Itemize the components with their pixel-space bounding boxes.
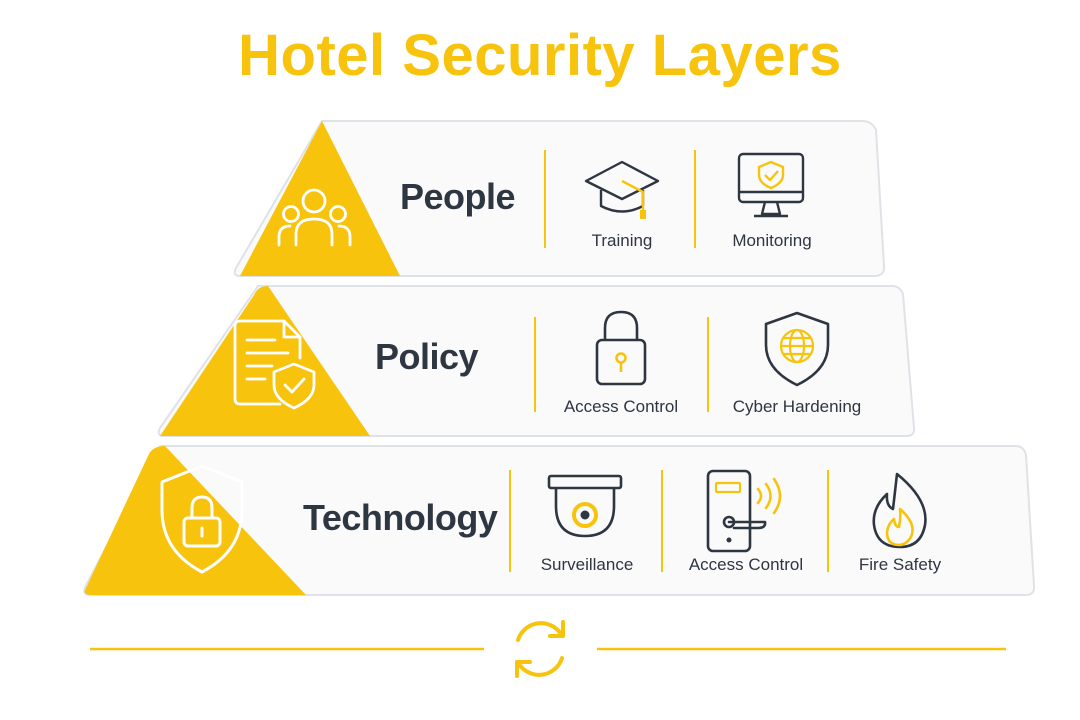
people-group-icon bbox=[277, 188, 352, 247]
footer bbox=[90, 620, 1006, 678]
layer-band bbox=[233, 120, 886, 277]
graduation-cap-icon bbox=[584, 160, 660, 219]
layer-label-people: People bbox=[400, 176, 516, 217]
document-shield-icon bbox=[233, 319, 316, 410]
item-label-fire-safety: Fire Safety bbox=[858, 555, 942, 574]
cctv-camera-icon bbox=[547, 474, 623, 538]
padlock-icon bbox=[595, 310, 647, 386]
layer-technology bbox=[83, 445, 1036, 596]
item-label-access-control: Access Control bbox=[563, 397, 679, 416]
layer-band bbox=[157, 285, 916, 437]
item-label-cyber-hardening: Cyber Hardening bbox=[732, 397, 862, 416]
item-label-access-control-tech: Access Control bbox=[688, 555, 804, 574]
shield-globe-icon bbox=[764, 311, 830, 387]
layer-label-policy: Policy bbox=[375, 336, 479, 377]
door-lock-icon bbox=[706, 469, 782, 553]
layer-triangle bbox=[160, 286, 370, 436]
item-label-training: Training bbox=[591, 231, 653, 250]
layer-label-technology: Technology bbox=[303, 497, 498, 538]
item-label-surveillance: Surveillance bbox=[540, 555, 634, 574]
layer-people bbox=[233, 120, 886, 277]
layer-triangle bbox=[84, 446, 307, 595]
refresh-cycle-icon bbox=[515, 620, 565, 678]
item-label-monitoring: Monitoring bbox=[732, 231, 812, 250]
layer-policy bbox=[157, 285, 916, 437]
shield-lock-icon bbox=[160, 464, 244, 574]
monitor-shield-icon bbox=[737, 152, 805, 218]
page-title: Hotel Security Layers bbox=[238, 23, 842, 88]
flame-icon bbox=[872, 472, 927, 549]
